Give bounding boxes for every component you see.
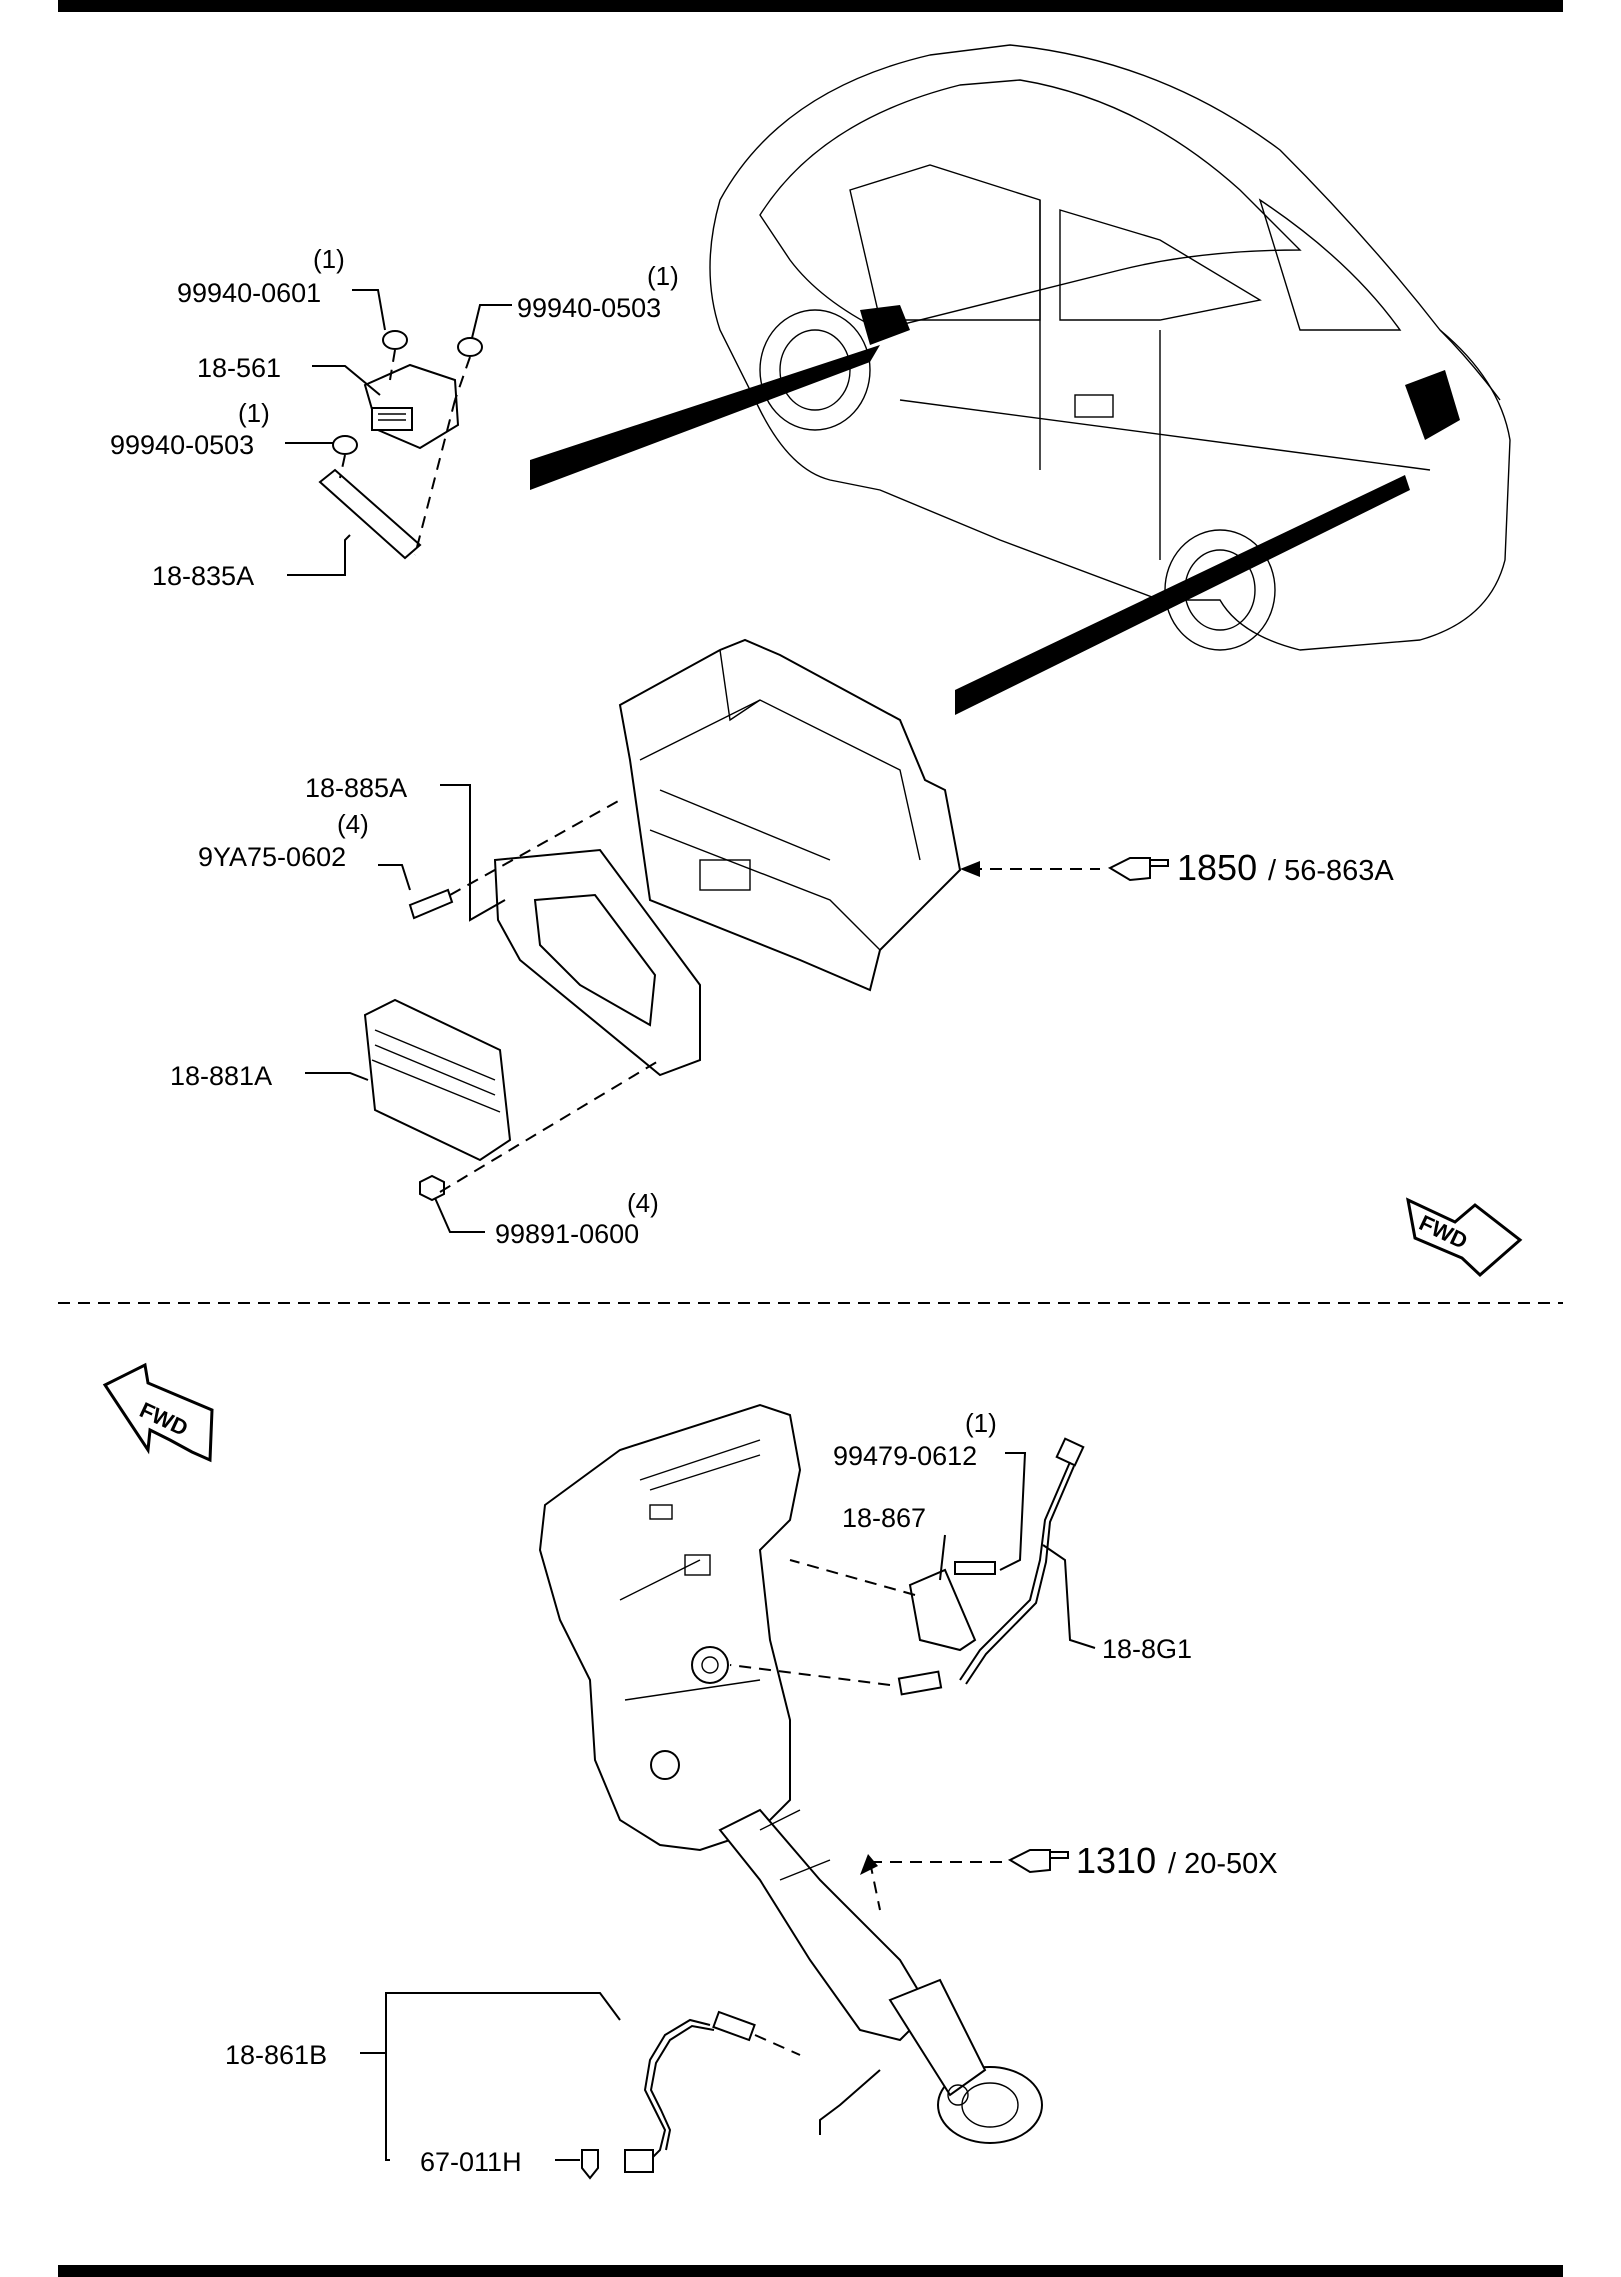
qty-99891-0600: (4) (627, 1188, 659, 1218)
fwd-arrow-lower: FWD (102, 1362, 214, 1463)
sensor-18-8G1-drawing (729, 1437, 1085, 1696)
label-9YA75-0602: 9YA75-0602 (198, 842, 346, 872)
bracket-18-867-drawing (789, 1559, 996, 1652)
bolt-99479-0612-shape (954, 1561, 996, 1575)
ref-sub-20-50X: / 20-50X (1168, 1848, 1278, 1880)
ecu-tray-drawing (618, 638, 962, 992)
label-18-8G1: 18-8G1 (1102, 1634, 1192, 1664)
label-99479-0612: 99479-0612 (833, 1441, 977, 1471)
nut-99891-0600-shape (419, 1174, 445, 1202)
label-18-861B: 18-861B (225, 2040, 327, 2070)
qty-99940-0503-a: (1) (647, 261, 679, 291)
nut-99940-0503-b-shape (332, 435, 358, 455)
label-18-867: 18-867 (842, 1503, 926, 1533)
label-99891-0600: 99891-0600 (495, 1219, 639, 1249)
nut-99940-0601-shape (382, 330, 408, 350)
label-18-835A: 18-835A (152, 561, 254, 591)
bottom-border (58, 2265, 1563, 2277)
exhaust-manifold-drawing (538, 1403, 1043, 2144)
bracket-18-885A-drawing (493, 848, 701, 1077)
bolt-9YA75-0602-shape (408, 888, 454, 920)
label-18-881A: 18-881A (170, 1061, 272, 1091)
module-18-561-drawing (318, 330, 483, 560)
qty-99940-0503-b: (1) (238, 398, 270, 428)
ref-icon-1310 (1007, 1849, 1069, 1874)
label-67-011H: 67-011H (420, 2147, 522, 2177)
clip-67-011H-shape (581, 2149, 599, 2180)
sensor-18-861B-drawing (581, 2010, 801, 2180)
leaders-upper (285, 289, 1100, 1233)
fasteners-upper (408, 799, 661, 1202)
ecu-18-881A-drawing (363, 998, 512, 1162)
label-18-561: 18-561 (197, 353, 281, 383)
fwd-arrow-upper: FWD (1405, 1197, 1523, 1278)
vehicle-outline (530, 44, 1511, 715)
qty-99479-0612: (1) (965, 1408, 997, 1438)
bracket-18-835A-shape (318, 468, 422, 560)
ref-sub-56-863A: / 56-863A (1268, 855, 1394, 887)
qty-99940-0601: (1) (313, 244, 345, 274)
label-18-885A: 18-885A (305, 773, 407, 803)
top-border (58, 0, 1563, 12)
ref-number-1850: 1850 (1177, 847, 1257, 888)
nut-99940-0503-a-shape (457, 337, 483, 357)
label-99940-0503-a: 99940-0503 (517, 293, 661, 323)
ref-icon-1850 (1107, 857, 1169, 882)
label-99940-0601: 99940-0601 (177, 278, 321, 308)
callout-wedge-rear (530, 345, 880, 490)
ref-number-1310: 1310 (1076, 1840, 1156, 1881)
callout-wedge-front (955, 475, 1410, 715)
connector-18-861B-shape (624, 2149, 654, 2173)
leaders-lower (360, 1452, 1096, 2161)
qty-9YA75-0602: (4) (337, 809, 369, 839)
label-99940-0503-b: 99940-0503 (110, 430, 254, 460)
